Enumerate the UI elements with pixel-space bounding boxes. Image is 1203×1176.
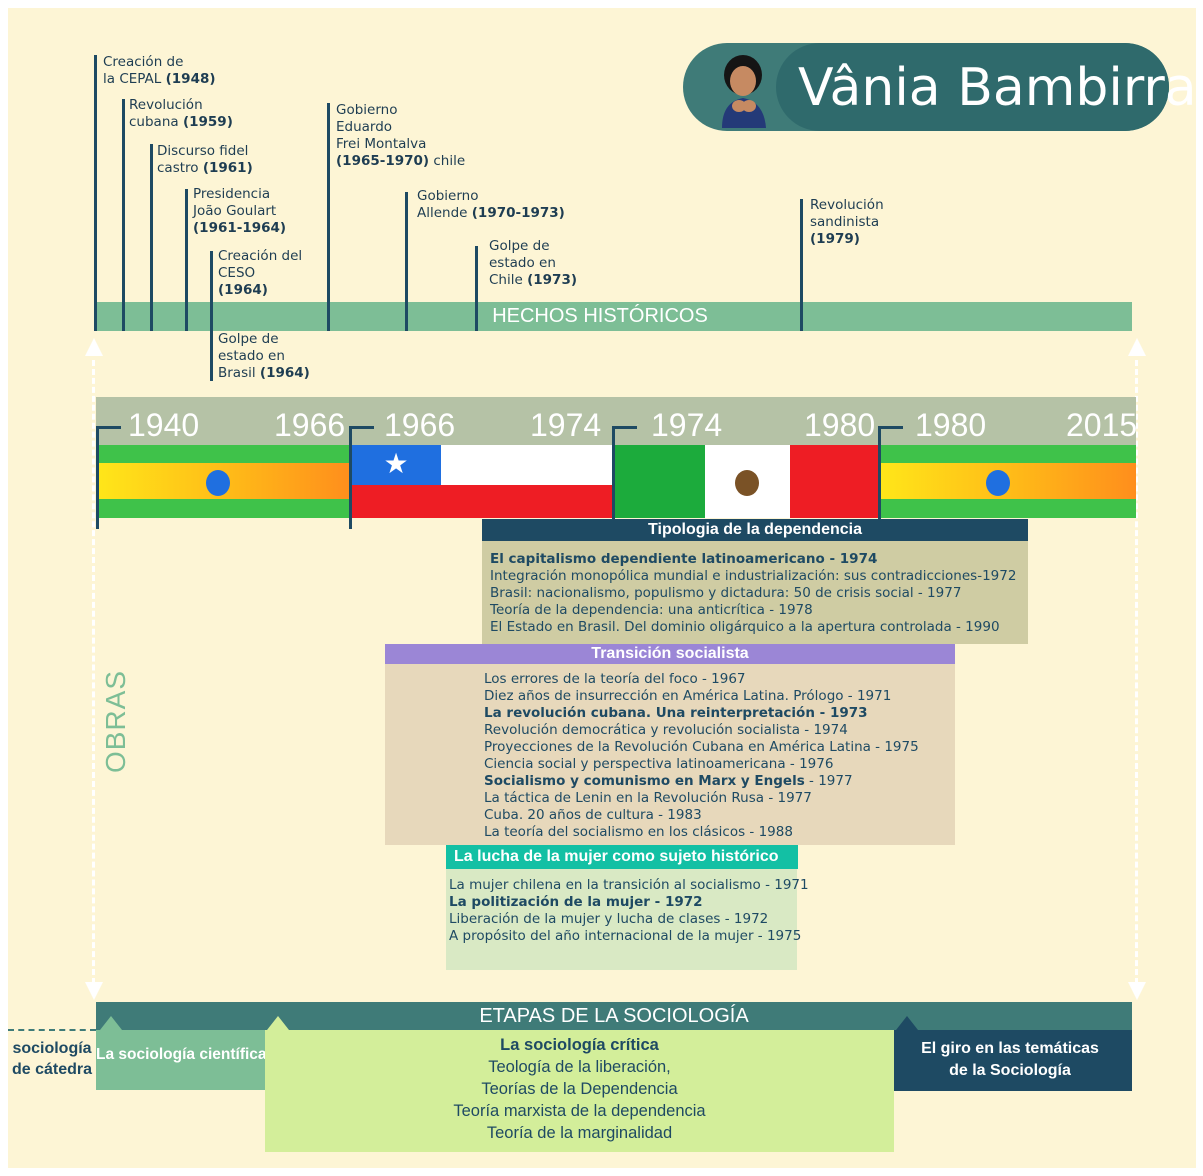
title-plate (776, 43, 1169, 131)
event-line (327, 103, 330, 331)
mujer-header-label: La lucha de la mujer como sujeto históri… (454, 848, 779, 865)
critica-stage (265, 1030, 894, 1152)
list-item: Revolución democrática y revolución soci… (484, 722, 848, 738)
event-line (210, 251, 213, 381)
list-item: El capitalismo dependiente latinoamerica… (490, 551, 878, 567)
period-bracket (349, 426, 374, 529)
page-title: Vânia Bambirra (798, 58, 1196, 118)
list-item: Brasil: nacionalismo, populismo y dictad… (490, 585, 962, 601)
mexico-flag-icon (614, 445, 880, 518)
hechos-timeline-bar (94, 302, 1132, 331)
infographic: Vânia Bambirra HECHOS HISTÓRICOS Creació… (8, 8, 1196, 1168)
list-item: Los errores de la teoría del foco - 1967 (484, 671, 746, 687)
tipologia-list: El capitalismo dependiente latinoamerica… (490, 551, 1016, 636)
woman-portrait-icon (708, 48, 778, 128)
list-item: La mujer chilena en la transición al soc… (449, 877, 809, 893)
list-item: A propósito del año internacional de la … (449, 928, 802, 944)
right-dashed-guide (1135, 360, 1138, 984)
period-bracket (612, 426, 637, 529)
tipologia-header: Tipologia de la dependencia (482, 519, 1028, 541)
list-item: Socialismo y comunismo en Marx y Engels … (484, 773, 853, 789)
cientifica-stage (96, 1030, 266, 1090)
critica-content: La sociología crítica Teología de la lib… (453, 1036, 706, 1142)
catedra-dashed-line (8, 1029, 96, 1031)
list-item: Cuba. 20 años de cultura - 1983 (484, 807, 702, 823)
event-line (800, 199, 803, 331)
transicion-box (385, 664, 955, 845)
event-line (405, 192, 408, 331)
event-line (150, 144, 153, 331)
giro-stage (894, 1030, 1132, 1091)
left-dashed-guide (92, 360, 95, 984)
brazil-flag-icon (880, 445, 1136, 518)
tipologia-box (482, 541, 1028, 644)
chile-flag-icon: ★ (351, 445, 614, 518)
period-start-year: 1974 (651, 407, 723, 443)
list-item: Integración monopólica mundial e industr… (490, 568, 1017, 584)
period-start-year: 1966 (384, 407, 456, 443)
list-item: Teoría de la dependencia: una anticrític… (490, 602, 813, 618)
hechos-label: HECHOS HISTÓRICOS (492, 305, 708, 327)
arrow-up-icon (1128, 338, 1146, 356)
cientifica-label: La sociología científica (96, 1046, 267, 1063)
period-bracket (96, 426, 121, 529)
period-end-year: 1966 (274, 407, 346, 443)
list-item: La revolución cubana. Una reinterpretaci… (484, 705, 868, 721)
list-item: La táctica de Lenin en la Revolución Rus… (484, 790, 812, 806)
event-line (94, 55, 97, 331)
event-line (475, 246, 478, 331)
transicion-header: Transición socialista (385, 644, 955, 664)
brazil-flag-icon (98, 445, 351, 518)
transicion-list: Los errores de la teoría del foco - 1967… (484, 671, 919, 841)
period-bracket (878, 426, 903, 529)
period-end-year: 1974 (530, 407, 602, 443)
arrow-down-icon (85, 982, 103, 1000)
stage-marker-icon (267, 1016, 289, 1030)
mujer-box (446, 869, 797, 970)
list-item: Ciencia social y perspectiva latinoameri… (484, 756, 834, 772)
period-end-year: 1980 (804, 407, 876, 443)
obras-label: OBRAS (100, 669, 131, 773)
etapas-title: ETAPAS DE LA SOCIOLOGÍA (479, 1005, 749, 1027)
arrow-down-icon (1128, 982, 1146, 1000)
event-line (122, 99, 125, 331)
periods-band (96, 397, 1136, 445)
event-line (185, 189, 188, 331)
list-item: La teoría del socialismo en los clásicos… (484, 824, 793, 840)
stage-marker-icon (896, 1016, 918, 1030)
mujer-header (446, 845, 798, 869)
period-end-year: 2015 (1066, 407, 1138, 443)
stage-marker-icon (100, 1016, 122, 1030)
period-start-year: 1940 (128, 407, 200, 443)
period-start-year: 1980 (915, 407, 987, 443)
mujer-list: La mujer chilena en la transición al soc… (449, 877, 809, 945)
list-item: Liberación de la mujer y lucha de clases… (449, 911, 769, 927)
list-item: Proyecciones de la Revolución Cubana en … (484, 739, 919, 755)
arrow-up-icon (85, 338, 103, 356)
list-item: El Estado en Brasil. Del dominio oligárq… (490, 619, 1000, 635)
list-item: Diez años de insurrección en América Lat… (484, 688, 892, 704)
list-item: La politización de la mujer - 1972 (449, 894, 703, 910)
